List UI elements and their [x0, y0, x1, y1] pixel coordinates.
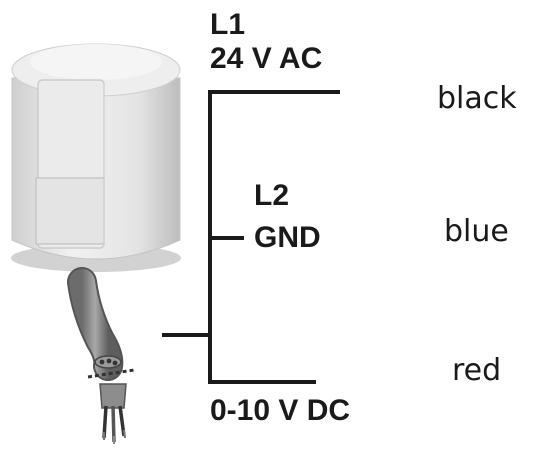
wiring-lines — [162, 90, 340, 384]
cable-icon — [67, 267, 135, 444]
actuator-icon — [11, 43, 181, 272]
terminal-l2-spec: GND — [254, 221, 321, 254]
terminal-l2-name: L2 — [254, 179, 290, 212]
wire-label-black: black — [437, 81, 517, 116]
terminal-signal-spec: 0-10 V DC — [210, 394, 351, 427]
terminal-l1-spec: 24 V AC — [210, 42, 323, 75]
wire-label-blue: blue — [444, 214, 509, 249]
terminal-l1-name: L1 — [210, 8, 246, 41]
wire-label-red: red — [452, 353, 502, 388]
